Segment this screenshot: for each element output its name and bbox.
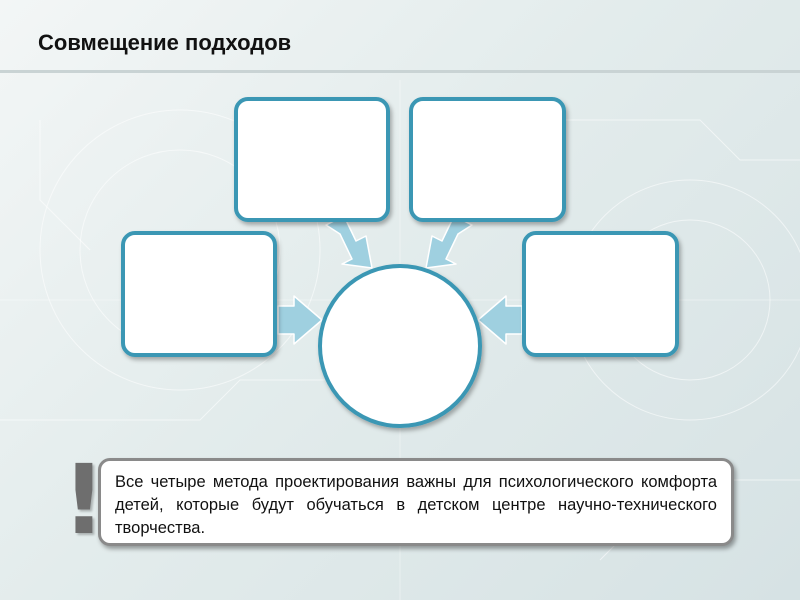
page-title: Совмещение подходов (38, 30, 292, 55)
arrow-top-right (425, 215, 473, 269)
arrow-right (477, 295, 523, 345)
approach-box-left (121, 231, 277, 357)
approach-box-top-right (409, 97, 566, 222)
approach-center-circle (318, 264, 482, 428)
arrow-left (277, 295, 323, 345)
approach-box-top-left (234, 97, 390, 222)
bg-ring (39, 109, 321, 391)
note-callout: Все четыре метода проектирования важны д… (98, 458, 734, 546)
title-underline (0, 70, 800, 73)
bg-circuit-line (560, 119, 800, 161)
bg-circuit-line (39, 120, 91, 251)
note-text: Все четыре метода проектирования важны д… (115, 473, 717, 537)
arrow-top-left (325, 215, 373, 269)
approach-box-right (522, 231, 679, 357)
